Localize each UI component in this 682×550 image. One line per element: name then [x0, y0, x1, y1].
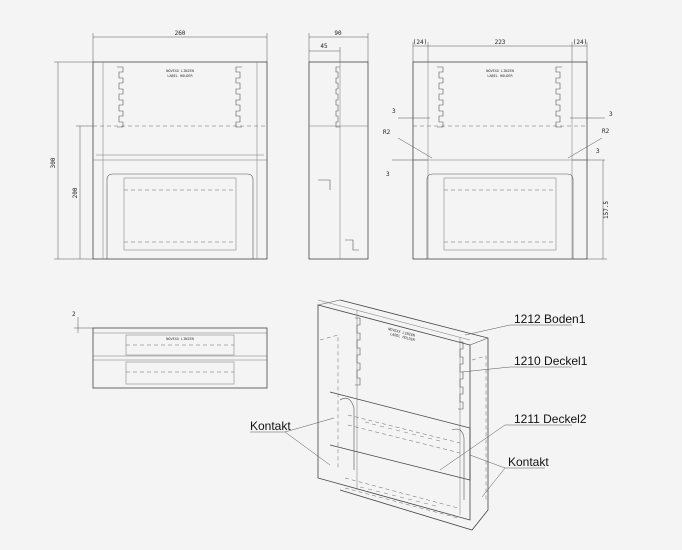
label-kontakt-left: Kontakt: [250, 419, 291, 433]
dim-front-height-lower: 200: [72, 187, 79, 198]
svg-text:NOVEXX LINIEN: NOVEXX LINIEN: [388, 327, 416, 338]
svg-text:NOVEXX LINIEN: NOVEXX LINIEN: [486, 69, 513, 73]
dim-side-width: 90: [334, 30, 342, 37]
top-view: NOVEXX LINIEN 2: [72, 311, 268, 389]
dim-back-r2: R2: [602, 128, 610, 135]
back-outline: [412, 61, 588, 260]
back-view: NOVEXX LINIEN LABEL HOLDER (24) 223 (24)…: [383, 39, 613, 260]
dim-back-s2: 3: [609, 111, 613, 118]
isometric-view: NOVEXX LINIEN LABEL HOLDER 1212 Boden1 1…: [250, 299, 588, 531]
label-kontakt-right: Kontakt: [508, 455, 549, 469]
side-outline: [308, 61, 369, 260]
front-outline: [92, 61, 268, 260]
dim-back-s1: 3: [392, 108, 396, 115]
label-boden: 1212 Boden1: [514, 312, 586, 326]
dim-back-left: (24): [413, 39, 427, 46]
label-deckel1: 1210 Deckel1: [514, 354, 588, 368]
dim-top-gap: 2: [72, 311, 76, 318]
dim-back-s4: 3: [596, 148, 600, 155]
svg-text:LABEL HOLDER: LABEL HOLDER: [167, 74, 193, 78]
dim-side-inner: 45: [320, 43, 328, 50]
dim-back-s3: 3: [386, 171, 390, 178]
dim-front-width: 260: [175, 30, 186, 37]
dim-back-right: (24): [573, 39, 587, 46]
dim-back-height: 157.5: [603, 201, 610, 219]
front-view: NOVEXX LINIEN LABEL HOLDER 260 300 200: [50, 30, 268, 260]
svg-text:LABEL HOLDER: LABEL HOLDER: [487, 74, 513, 78]
dim-front-height-total: 300: [50, 157, 57, 168]
dim-back-r1: R2: [383, 129, 391, 136]
svg-text:NOVEXX LINIEN: NOVEXX LINIEN: [166, 69, 193, 73]
label-deckel2: 1211 Deckel2: [514, 412, 587, 426]
side-view: 90 45: [308, 30, 369, 260]
svg-text:LABEL HOLDER: LABEL HOLDER: [390, 332, 416, 342]
svg-text:NOVEXX LINIEN: NOVEXX LINIEN: [166, 337, 193, 341]
dim-back-mid: 223: [495, 39, 506, 46]
top-outline: [92, 327, 268, 389]
